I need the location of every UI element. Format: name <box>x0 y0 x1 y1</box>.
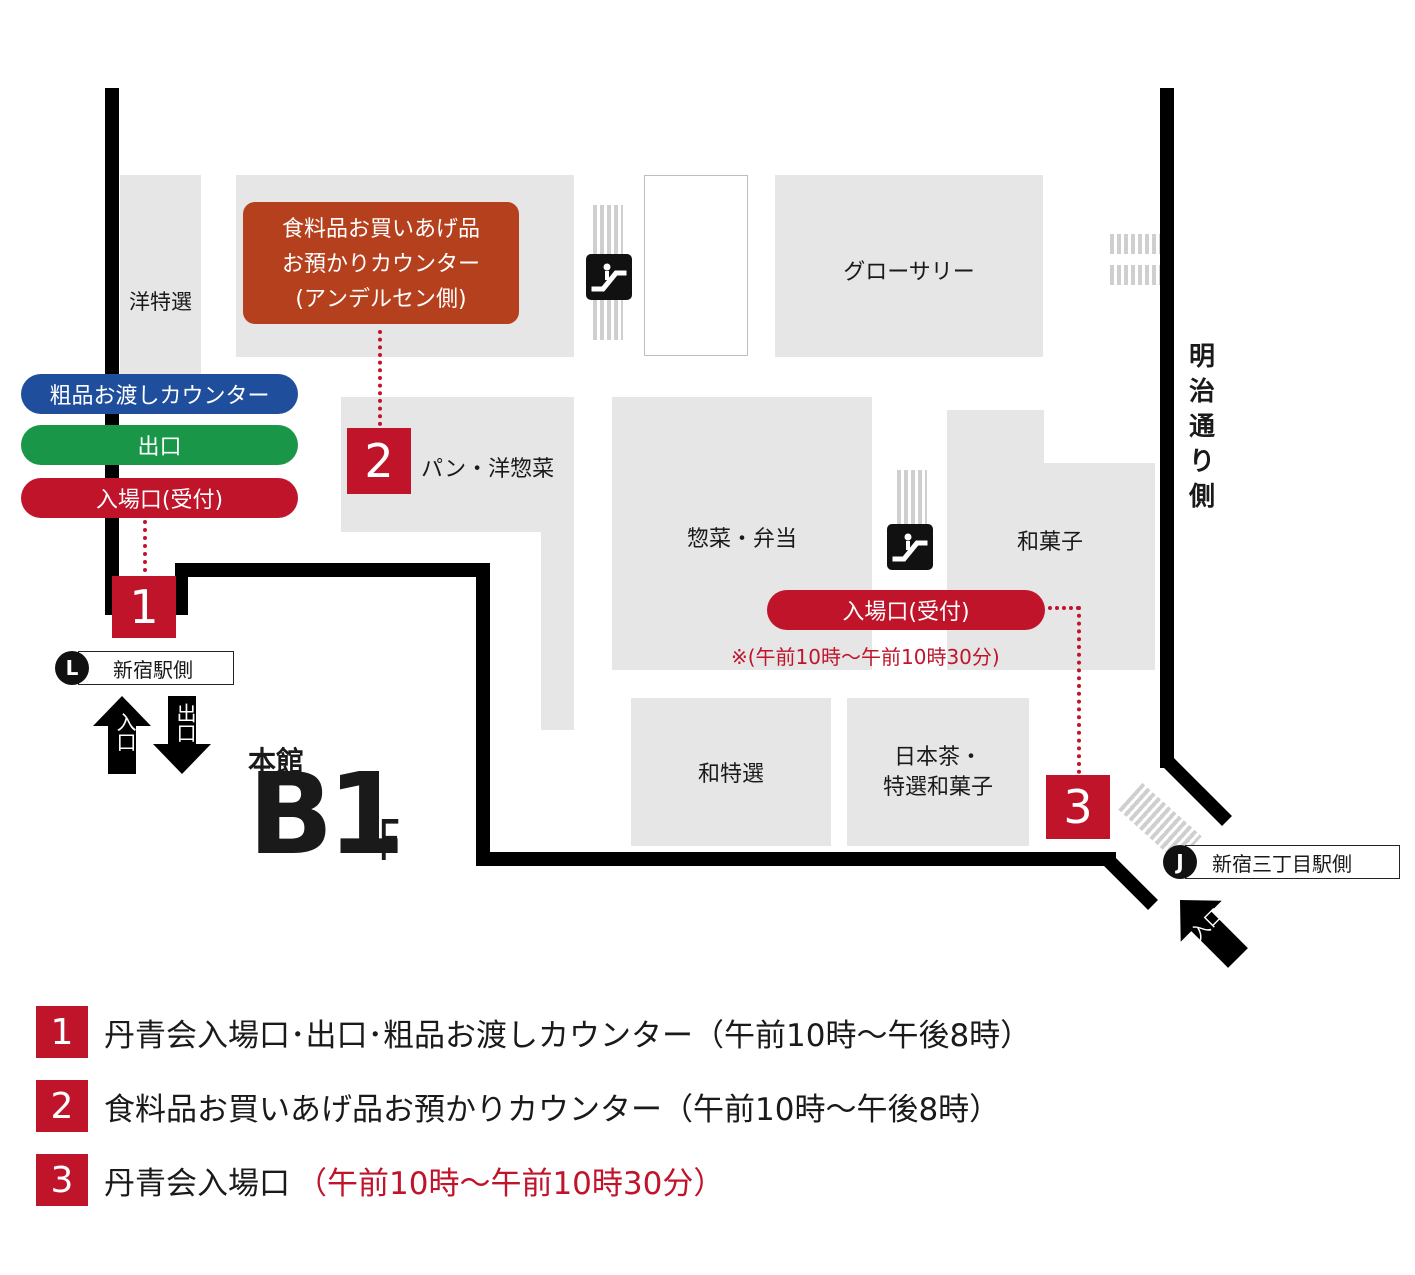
area-sozai-label: 惣菜・弁当 <box>686 527 797 552</box>
dotted-line-1 <box>143 520 151 572</box>
entrance-right-note: ※(午前10時〜午前10時30分) <box>731 645 1000 669</box>
wall-diagonals <box>1102 756 1232 910</box>
escalator-icon <box>887 524 933 570</box>
station-shinjuku-box: 新宿駅側 <box>78 651 234 685</box>
area-pan-corridor <box>541 530 574 730</box>
area-watokusen <box>631 698 831 846</box>
marker-2: 2 <box>347 428 411 494</box>
area-grocery-label: グローサリー <box>843 260 975 285</box>
area-watokusen-label: 和特選 <box>697 762 764 787</box>
area-yotokusen-label: 洋特選 <box>129 290 192 314</box>
legend-row-1: 1 丹青会入場口･出口･粗品お渡しカウンター（午前10時〜午後8時） <box>36 1006 1031 1058</box>
legend-num: 1 <box>36 1006 88 1058</box>
area-wagashi-label: 和菓子 <box>1017 530 1084 555</box>
food-counter-line2: お預かりカウンター <box>281 252 480 277</box>
legend-note: （午前10時〜午前10時30分） <box>296 1165 725 1202</box>
area-nihoncha <box>847 698 1029 846</box>
stairs-right-top <box>1110 234 1160 254</box>
exit-arrow-label: 出口 <box>173 703 197 743</box>
area-grocery <box>775 175 1043 357</box>
station-l-badge: L <box>55 651 89 685</box>
station-shinjuku-name: 新宿駅側 <box>113 657 193 682</box>
food-counter-line3: (アンデルセン側) <box>295 287 467 312</box>
food-counter-line1: 食料品お買いあげ品 <box>281 217 480 242</box>
legend-text: 丹青会入場口 <box>104 1165 290 1202</box>
legend-text: 食料品お買いあげ品お預かりカウンター（午前10時〜午後8時） <box>104 1091 1001 1128</box>
exit-arrow-icon <box>153 696 211 774</box>
building-name: 本館 <box>248 745 305 778</box>
legend-text: 丹青会入場口･出口･粗品お渡しカウンター（午前10時〜午後8時） <box>104 1017 1032 1054</box>
food-counter-label: 食料品お買いあげ品 お預かりカウンター (アンデルセン側) <box>243 202 519 324</box>
enter-arrow-label: 入口 <box>113 712 137 752</box>
escalator-icon <box>586 254 632 300</box>
area-wagashi-right <box>1042 463 1155 670</box>
dotted-line-2 <box>378 330 386 426</box>
street-label: 明治通り側 <box>1188 342 1215 512</box>
station-sanchome-name: 新宿三丁目駅側 <box>1212 851 1352 876</box>
legend-row-2: 2 食料品お買いあげ品お預かりカウンター（午前10時〜午後8時） <box>36 1080 1000 1132</box>
area-nihoncha-label: 日本茶・ 特選和菓子 <box>882 745 993 800</box>
legend-num: 3 <box>36 1154 88 1206</box>
floor-suffix: F <box>378 809 401 874</box>
area-yotokusen <box>120 175 201 375</box>
exit-pill: 出口 <box>21 425 298 465</box>
floor-map: 洋特選 グローサリー パン・洋惣菜 惣菜・弁当 和菓子 和特選 日本茶・ 特選和… <box>21 88 1400 968</box>
void-box <box>644 175 748 356</box>
legend-row-3: 3 丹青会入場口 （午前10時〜午前10時30分） <box>36 1154 724 1206</box>
marker-3: 3 <box>1046 775 1110 839</box>
enter-arrow-right-icon <box>1180 900 1248 968</box>
wall-top-inner <box>175 563 490 577</box>
enter-arrow-icon <box>93 696 151 774</box>
wall-right <box>1160 88 1174 768</box>
wall-bottom <box>476 852 1116 866</box>
entrance-pill-left: 入場口(受付) <box>21 478 298 518</box>
legend-num: 2 <box>36 1080 88 1132</box>
dotted-line-3-h <box>1048 606 1080 614</box>
marker-1: 1 <box>112 576 176 638</box>
dotted-line-3-v <box>1077 606 1085 774</box>
station-sanchome-box: 新宿三丁目駅側 <box>1185 845 1400 879</box>
stairs-right-bottom <box>1110 265 1160 285</box>
floor-code: B1 <box>248 750 405 880</box>
area-pan-label: パン・洋惣菜 <box>421 457 555 482</box>
entrance-pill-right: 入場口(受付) <box>767 590 1045 630</box>
wall-inner-vertical <box>476 563 490 866</box>
gift-counter-pill: 粗品お渡しカウンター <box>21 374 298 414</box>
station-j-badge: J <box>1163 845 1197 879</box>
